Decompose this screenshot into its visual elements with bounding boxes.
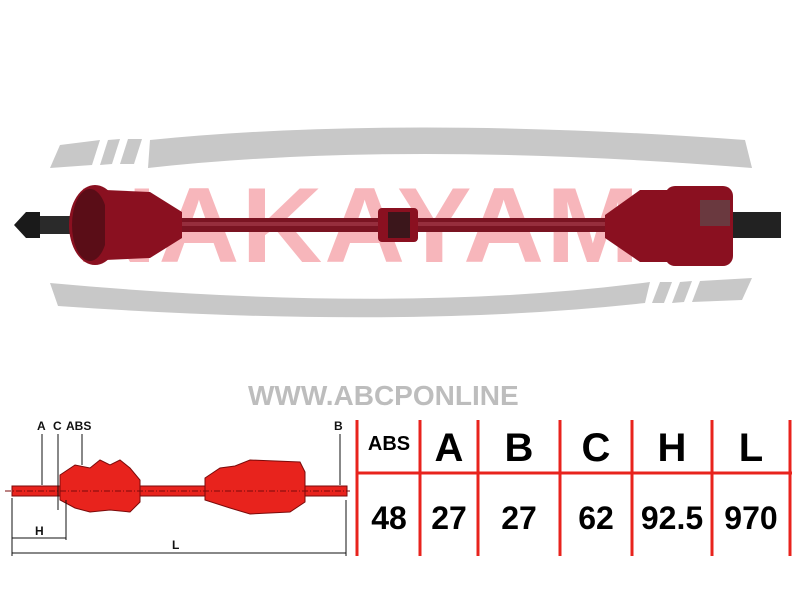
right-stub — [733, 212, 781, 238]
value-a: 27 — [431, 500, 467, 536]
bottom-dash-2 — [672, 281, 692, 303]
header-l: L — [738, 426, 764, 470]
bottom-dash-1 — [652, 282, 672, 303]
value-abs: 48 — [371, 500, 407, 536]
top-arc — [148, 127, 752, 168]
watermark: WWW.ABCPONLINE — [248, 380, 519, 411]
header-abs: ABS — [367, 433, 411, 455]
left-boot — [105, 190, 182, 260]
value-h: 92.5 — [640, 500, 704, 536]
top-dash-2 — [100, 139, 120, 165]
header-a: A — [434, 426, 464, 470]
value-c: 62 — [578, 500, 614, 536]
label-h: H — [35, 524, 44, 538]
bottom-arc — [50, 282, 650, 318]
label-a: A — [37, 419, 46, 433]
header-h: H — [657, 426, 687, 470]
header-b: B — [504, 426, 534, 470]
value-b: 27 — [501, 500, 537, 536]
label-abs: ABS — [66, 419, 92, 433]
top-dash-1 — [50, 140, 100, 168]
label-b: B — [334, 419, 343, 433]
bottom-dash-3 — [692, 278, 752, 302]
label-l: L — [172, 538, 180, 552]
right-boot — [605, 190, 670, 262]
top-dash-3 — [120, 139, 142, 164]
label-c: C — [53, 419, 62, 433]
value-l: 970 — [724, 500, 778, 536]
left-stub — [14, 212, 40, 238]
header-c: C — [581, 426, 611, 470]
